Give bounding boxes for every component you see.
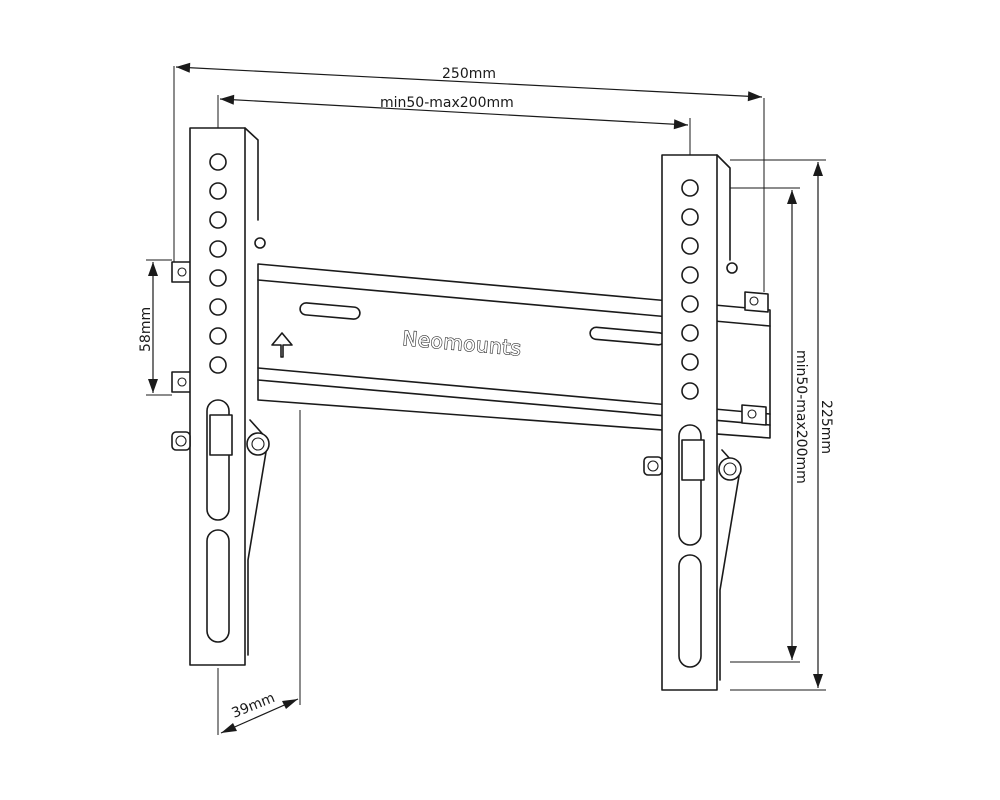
dim-overall-height-label: 225mm — [818, 400, 834, 454]
dim-vesa-vertical: min50-max200mm — [730, 187, 809, 663]
right-arm-hole — [681, 295, 699, 313]
right-arm-slot-lower — [678, 554, 702, 668]
dim-vesa-horizontal-label: min50-max200mm — [380, 95, 514, 111]
dim-vesa-vertical-label: min50-max200mm — [793, 350, 809, 484]
right-arm-hole — [681, 208, 699, 226]
dim-overall-width-label: 250mm — [442, 66, 496, 82]
wall-tab-top-right — [744, 291, 769, 313]
dim-wall-hole-spacing-label: 58mm — [138, 307, 154, 352]
left-arm — [171, 127, 270, 666]
wall-slot-left — [299, 302, 361, 320]
left-arm-hole — [209, 356, 227, 374]
left-arm-hole — [209, 327, 227, 345]
left-arm-hole — [209, 269, 227, 287]
left-arm-hole — [209, 182, 227, 200]
dim-vesa-horizontal: min50-max200mm — [217, 94, 691, 155]
right-arm-holes — [681, 179, 699, 400]
wall-plate: Neomounts — [171, 261, 771, 439]
dim-overall-height: 225mm — [730, 159, 834, 691]
right-arm-hole — [681, 353, 699, 371]
left-tilt-knob[interactable] — [246, 432, 270, 456]
left-arm-hole — [209, 153, 227, 171]
wall-tab-bottom-right — [741, 404, 767, 426]
left-arm-hole — [209, 211, 227, 229]
dim-overall-width: 250mm — [173, 62, 765, 292]
right-arm-hole — [681, 179, 699, 197]
up-arrow-icon — [271, 332, 293, 358]
wall-tab-top-left — [171, 261, 193, 283]
left-bolt-outer — [171, 431, 191, 451]
right-arm-hole — [681, 382, 699, 400]
right-arm-hole — [681, 266, 699, 284]
right-arm — [643, 154, 742, 691]
dim-wall-hole-spacing: 58mm — [138, 259, 172, 396]
right-bolt-outer — [643, 456, 663, 476]
right-tilt-knob[interactable] — [718, 457, 742, 481]
left-arm-holes — [209, 153, 227, 374]
left-arm-hole — [209, 240, 227, 258]
wall-tab-bottom-left — [171, 371, 193, 393]
dim-depth-label: 39mm — [230, 690, 278, 722]
left-arm-hole — [209, 298, 227, 316]
left-arm-slot-lower — [206, 529, 230, 643]
right-arm-hole — [681, 237, 699, 255]
right-arm-hole — [681, 324, 699, 342]
